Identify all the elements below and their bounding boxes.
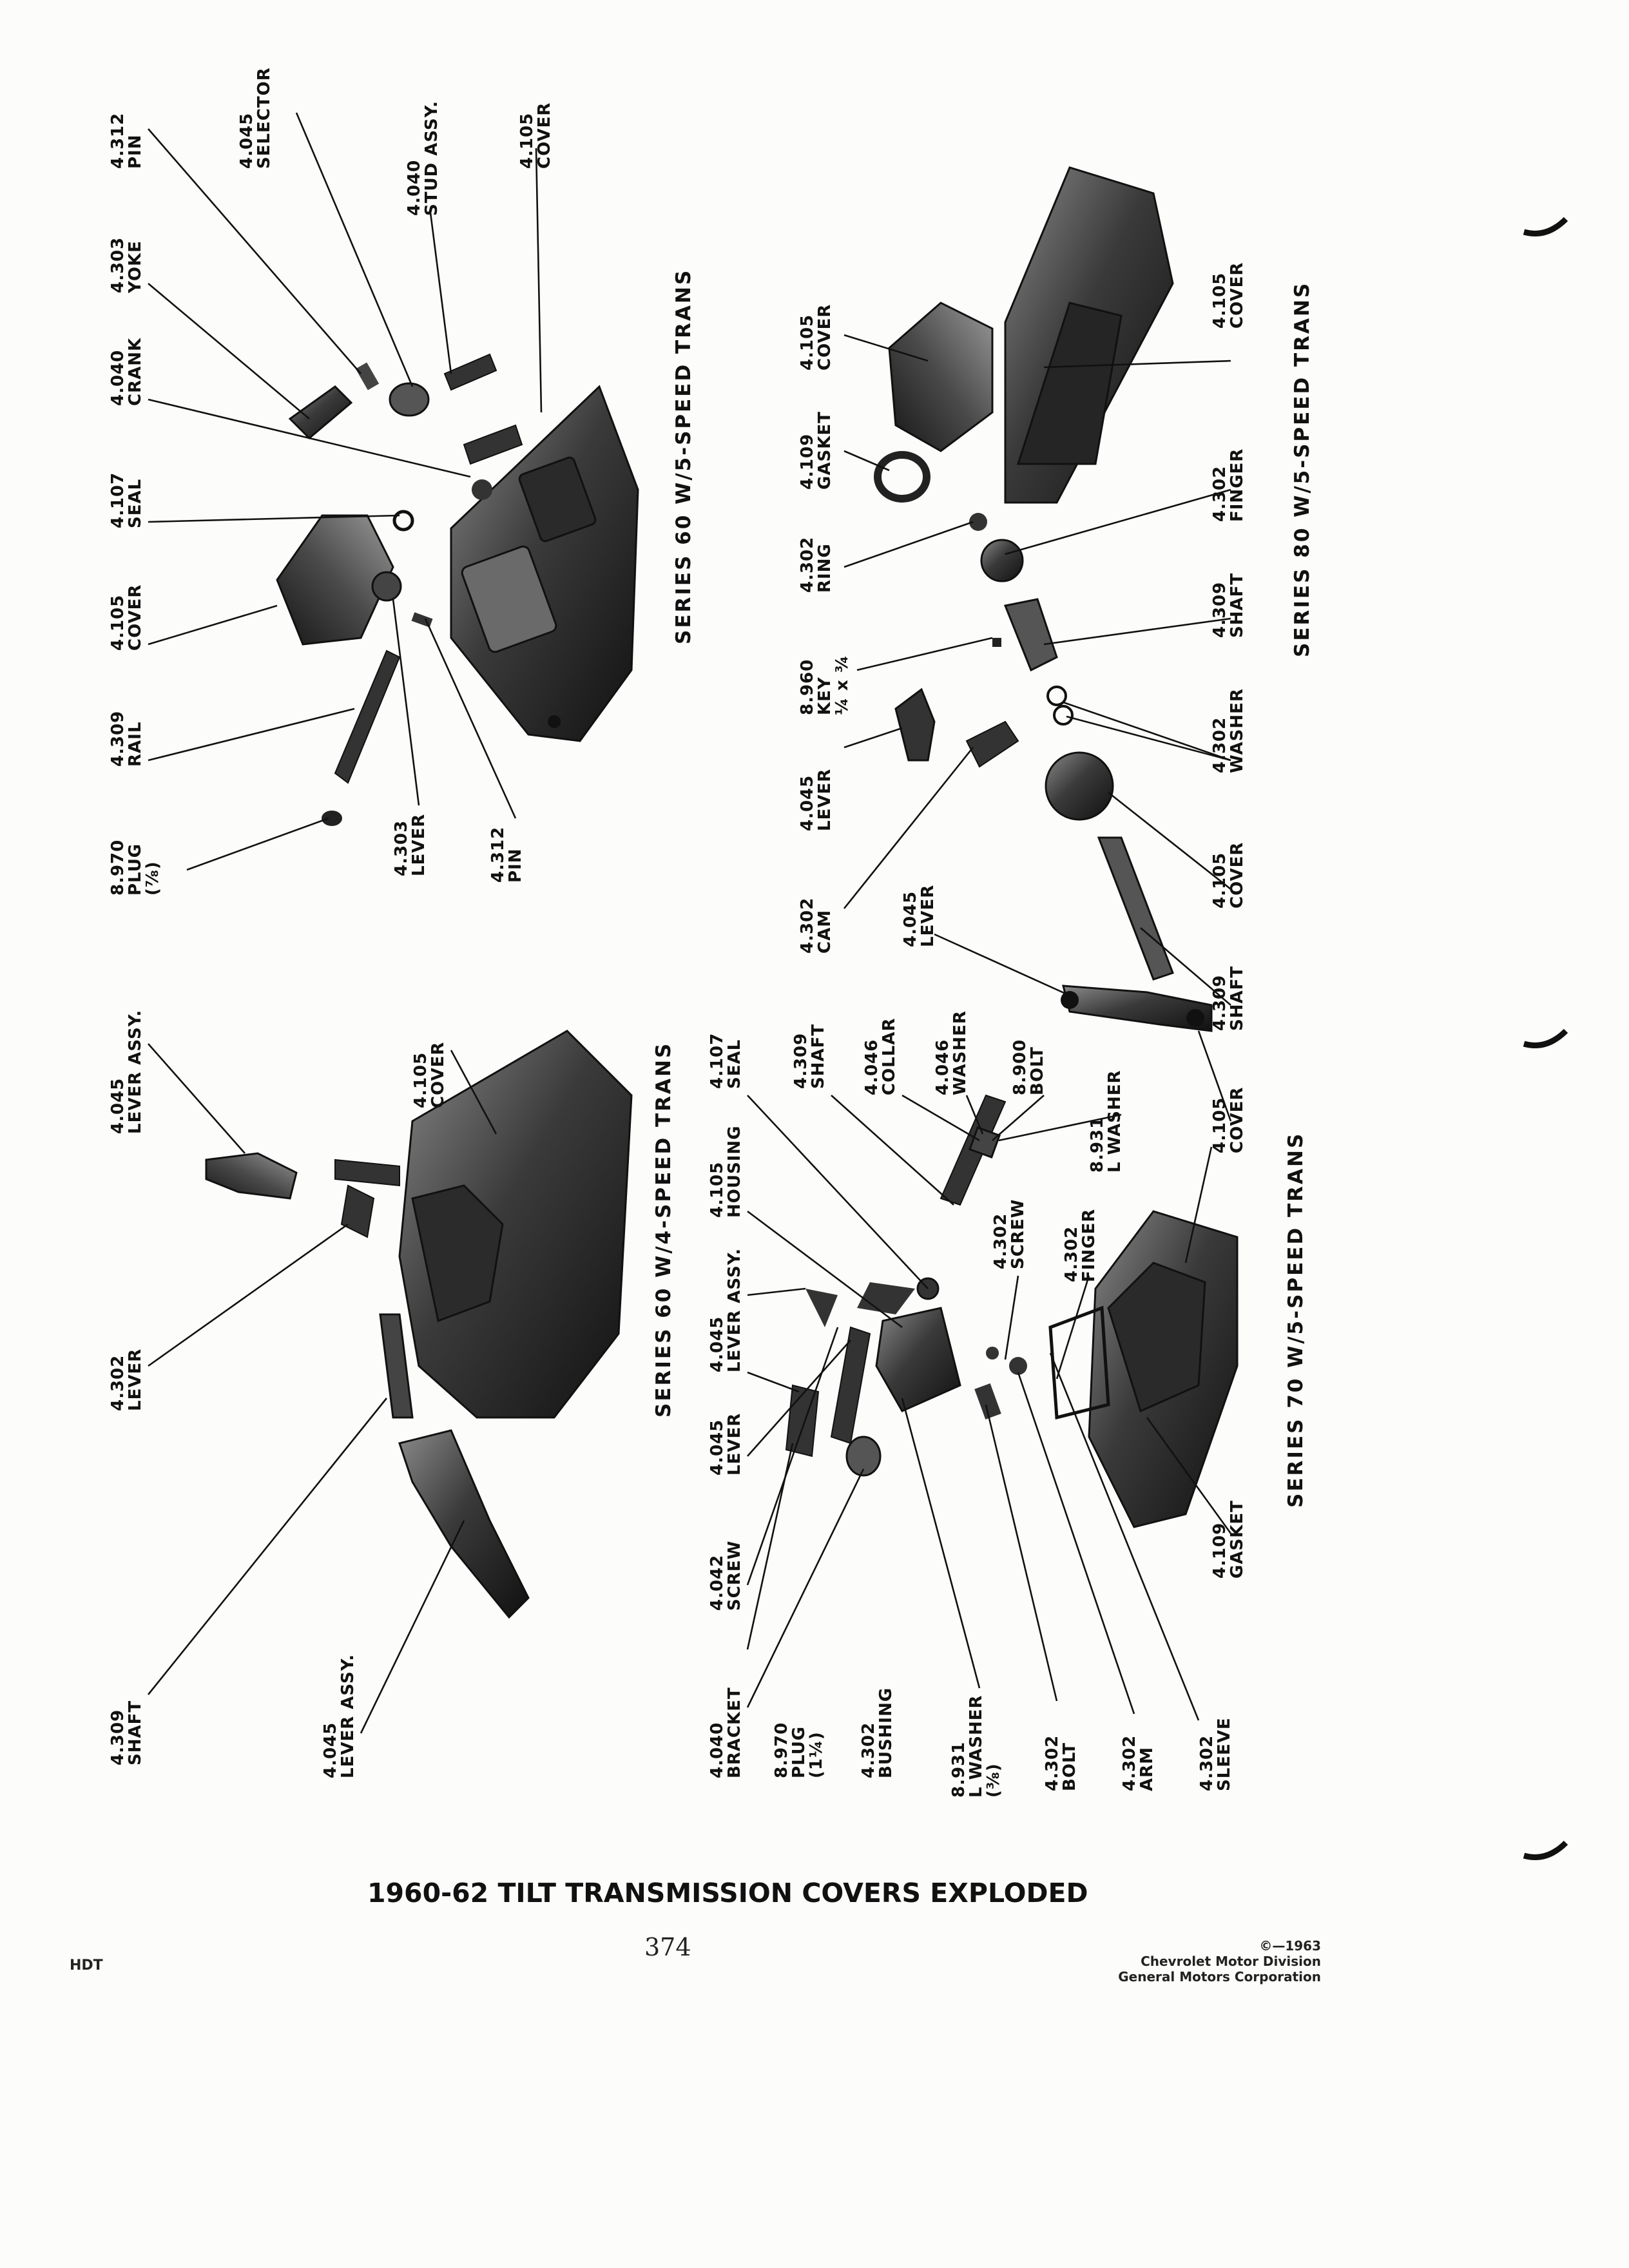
- series-caption-60-5speed: SERIES 60 W/5-SPEED TRANS: [672, 268, 695, 644]
- section-code: HDT: [70, 1957, 103, 1974]
- page-title: 1960-62 TILT TRANSMISSION COVERS EXPLODE…: [367, 1878, 1088, 1908]
- series-caption-70-5speed: SERIES 70 W/5-SPEED TRANS: [1284, 1131, 1307, 1508]
- s70-cover: [1048, 1210, 1239, 1528]
- s60-5speed-rail: [322, 649, 401, 826]
- binder-punch-mark: [1523, 1840, 1568, 1860]
- s80-small-cover: [874, 302, 994, 503]
- s60-5speed-cover-plate: [450, 385, 639, 742]
- s60-4speed-levers: [205, 1152, 530, 1619]
- series-caption-60-4speed: SERIES 60 W/4-SPEED TRANS: [652, 1041, 675, 1418]
- s70-lever-arm: [1061, 985, 1213, 1032]
- s60-4speed-cover: [398, 1030, 633, 1419]
- series-caption-80-5speed: SERIES 80 W/5-SPEED TRANS: [1291, 281, 1314, 657]
- s80-main-cover: [1004, 166, 1174, 504]
- copyright-division: Chevrolet Motor Division: [1141, 1954, 1321, 1969]
- leader-lines: [147, 112, 1232, 1734]
- page-number: 374: [644, 1933, 691, 1961]
- binder-punch-mark: [1523, 1028, 1568, 1048]
- copyright-block: ©—1963 Chevrolet Motor Division General …: [1118, 1938, 1321, 1984]
- s70-shaft-assembly: [785, 1094, 1027, 1477]
- copyright-corporation: General Motors Corporation: [1118, 1969, 1321, 1984]
- s80-shift-parts: [894, 513, 1174, 981]
- s60-5speed-cover-small: [276, 514, 394, 646]
- copyright-year: ©—1963: [1259, 1938, 1321, 1954]
- binder-punch-mark: [1523, 216, 1568, 236]
- s60-5speed-small-parts: [288, 353, 523, 628]
